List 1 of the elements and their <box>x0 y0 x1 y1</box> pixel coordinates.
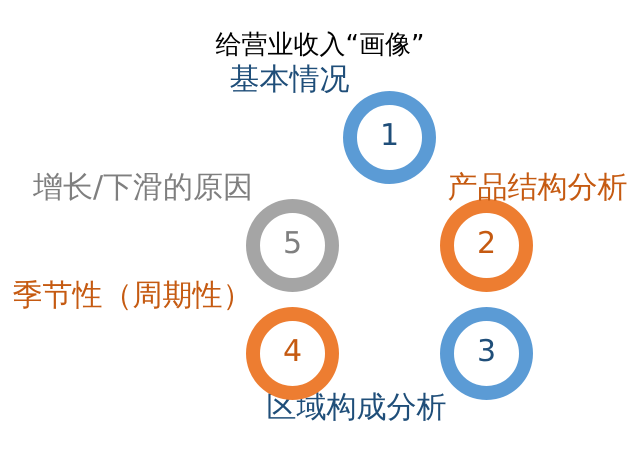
diagram-title: 给营业收入“画像” <box>216 29 424 60</box>
